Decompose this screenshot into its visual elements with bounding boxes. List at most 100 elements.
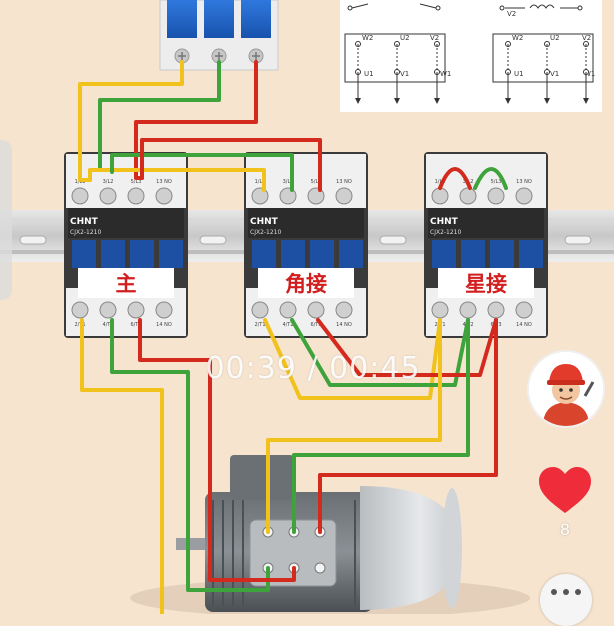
wire-green [473,167,508,190]
contactor-blue-block [159,240,183,268]
motor [130,455,530,614]
terminal-label: 4/T2 [282,322,293,328]
terminal-screw [71,187,89,205]
diagram-label: U1 [364,70,374,78]
heart-icon [539,467,591,513]
contactor-label-box [78,268,174,298]
diagram-label: V2 [430,34,439,42]
contactor-label: 主 [116,272,137,296]
terminal-screw [155,187,173,205]
electrician-avatar-icon [529,352,603,426]
terminal-label: 5/L3 [131,179,142,185]
like-count: 8 [560,520,570,539]
terminal-label: 3/L2 [103,179,114,185]
terminal-label: 6/T3 [130,322,141,328]
terminal-label: 5/L3 [491,179,502,185]
author-avatar[interactable] [529,352,603,426]
terminal-screw [431,301,449,319]
wire-red [316,318,498,377]
contactor-label-box [438,268,534,298]
wire-green [290,318,470,387]
diagram-label: V2 [582,34,591,42]
contactor-label-box [258,268,354,298]
circuit-breaker [159,0,279,71]
contactor-blue-block [310,240,334,268]
diagram-label: U1 [514,70,524,78]
terminal-screw [251,301,269,319]
terminal-screw [155,301,173,319]
terminal-label: 1/L1 [435,179,446,185]
wire-red [138,318,296,582]
contactor-blue-block [461,240,485,268]
diagram-label: W1 [440,70,451,78]
terminal-screw [307,301,325,319]
wire-red [140,138,322,192]
side-drawer-handle[interactable] [0,140,12,300]
terminal-label: 13 NO [156,179,172,185]
total-time: 00:45 [329,350,421,386]
wire-green [292,318,470,534]
terminal-label: 1/L1 [255,179,266,185]
contactor-blue-block [72,240,96,268]
wire-red [438,167,472,190]
contactor-brand: CHNT [250,217,279,227]
wiring-diagram: V2 W2 U2 V2 U1 V1 W1 W2 U2 V2 U1 V1 W1 [340,0,602,112]
contactor-brand: CHNT [70,217,99,227]
terminal-screw [127,187,145,205]
wire-red [318,318,498,534]
terminal-screw [515,187,533,205]
diagram-label: W2 [512,34,523,42]
terminal-screw [335,187,353,205]
terminal-screw [487,187,505,205]
wire-green [110,318,270,592]
terminal-label: 5/L3 [311,179,322,185]
contactor-blue-block [490,240,514,268]
like-button[interactable] [537,465,593,515]
diagram-top-label: V2 [507,10,516,18]
contactor-blue-block [432,240,456,268]
contactor-label: 星接 [465,272,507,296]
diagram-label: W2 [362,34,373,42]
more-dots-icon [548,589,584,603]
wires [78,60,508,614]
terminal-label: 14 NO [336,322,352,328]
contactor-model: CJX2-1210 [70,229,102,236]
video-progress-time: 00:39 / 00:45 [188,346,438,390]
contactor-blue-block [101,240,125,268]
terminal-label: 14 NO [156,322,172,328]
terminal-screw [99,301,117,319]
contactor-1: CHNTCJX2-1210主1/L12/T13/L24/T25/L36/T313… [64,152,188,338]
diagram-label: W1 [584,70,595,78]
wire-yellow [263,318,442,400]
terminal-label: 13 NO [336,179,352,185]
diagram-label: U2 [400,34,410,42]
time-separator: / [296,350,330,386]
contactor-blue-block [339,240,363,268]
terminal-screw [71,301,89,319]
contactor-label: 角接 [285,272,327,296]
terminal-label: 4/T2 [102,322,113,328]
more-button[interactable] [540,574,592,626]
diagram-label: V1 [550,70,559,78]
terminal-screw [515,301,533,319]
contactor-2: CHNTCJX2-1210角接1/L12/T13/L24/T25/L36/T31… [244,152,368,338]
terminal-label: 13 NO [516,179,532,185]
contactor-brand: CHNT [430,217,459,227]
wire-yellow [78,60,184,182]
terminal-screw [279,301,297,319]
contactor-3: CHNTCJX2-1210星接1/L12/T13/L24/T25/L36/T31… [424,152,548,338]
contactor-blue-block [519,240,543,268]
wire-yellow [80,318,164,614]
terminal-label: 6/T3 [310,322,321,328]
terminal-screw [487,301,505,319]
terminal-screw [335,301,353,319]
terminal-screw [459,187,477,205]
contactor-model: CJX2-1210 [430,229,462,236]
terminal-screw [459,301,477,319]
terminal-label: 14 NO [516,322,532,328]
terminal-screw [99,187,117,205]
terminal-label: 2/T1 [254,322,265,328]
terminal-screw [127,301,145,319]
diagram-label: U2 [550,34,560,42]
diagram-label: V1 [400,70,409,78]
